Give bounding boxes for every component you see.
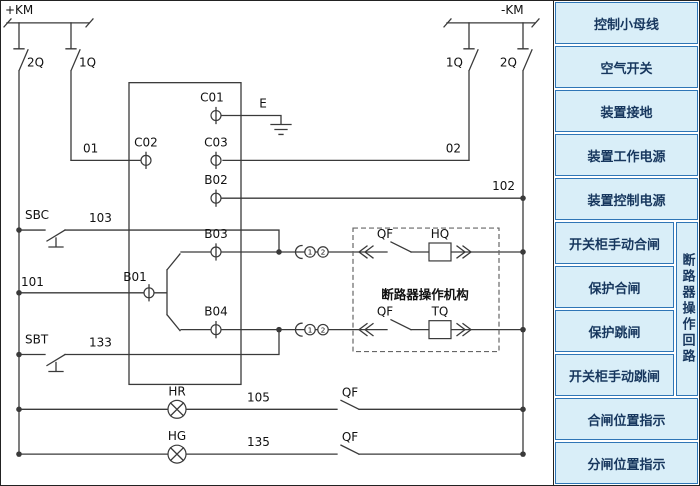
pushbutton-icon: [18, 229, 66, 248]
wire-label-103: 103: [89, 211, 112, 225]
knife-switch-1q-left: 1Q: [65, 22, 96, 161]
legend-breaker-operation-circuit: 断路器操作回路: [676, 222, 698, 396]
pin-number: 1: [308, 325, 313, 334]
earth-connection: E: [220, 97, 292, 136]
switch-label: 2Q: [500, 56, 517, 70]
mechanism-dashed-box: [352, 227, 500, 353]
knife-switch-2q-left: 2Q: [13, 22, 44, 455]
qf-contact-label: QF: [377, 305, 393, 319]
lamp-hr-row: HR QF: [167, 384, 360, 419]
legend-manual-trip: 开关柜手动跳闸: [555, 354, 674, 396]
negative-bus-label: -KM: [501, 3, 524, 17]
switch-label: 2Q: [27, 56, 44, 70]
lamp-label-hr: HR: [168, 384, 185, 398]
wire-label-02: 02: [446, 141, 461, 155]
legend-air-switch: 空气开关: [555, 46, 698, 88]
wire-labels: 01 02 102 101 103 133 105 135: [21, 141, 515, 449]
legend-protection-close: 保护合闸: [555, 266, 674, 308]
wire-label-102: 102: [492, 179, 515, 193]
legend-control-bus: 控制小母线: [555, 2, 698, 44]
legend-protection-trip: 保护跳闸: [555, 310, 674, 352]
operating-mechanism: 断路器操作机构 QF HQ QF TQ: [352, 227, 500, 353]
pin-number: 2: [321, 248, 326, 257]
tripping-coil-label: TQ: [431, 305, 449, 319]
wire-label-01: 01: [83, 141, 98, 155]
pin-number: 1: [308, 248, 313, 257]
pin-number: 2: [321, 325, 326, 334]
switch-symbol: [13, 22, 29, 455]
wire-label-135: 135: [247, 435, 270, 449]
qf-contact-close: [390, 241, 412, 253]
terminal-label-c03: C03: [204, 135, 228, 149]
ground-icon: [220, 114, 292, 136]
qf-contact-trip: [390, 318, 412, 331]
wire-label-105: 105: [247, 390, 270, 404]
pin-circle: [317, 323, 329, 336]
legend-manual-close: 开关柜手动合闸: [555, 222, 674, 264]
earth-label: E: [259, 97, 267, 111]
legend-close-indicator: 合闸位置指示: [555, 398, 698, 440]
pushbutton-icon: [18, 353, 66, 373]
positive-bus-label: +KM: [5, 3, 33, 17]
socket-icon: [294, 244, 303, 260]
qf-contact-label: QF: [342, 385, 358, 399]
internal-output-contacts: [153, 251, 212, 332]
switch-symbol: [65, 22, 81, 161]
negative-bus: -KM: [443, 3, 540, 28]
qf-contact-label: QF: [342, 430, 358, 444]
terminal-label-b03: B03: [204, 227, 228, 241]
pin-circle: [317, 246, 329, 258]
bus-end-ticks: [443, 18, 540, 28]
pin-circle: [304, 323, 316, 336]
positive-bus: +KM: [3, 3, 94, 28]
plug-connector-close: 1 2: [294, 244, 329, 260]
pushbutton-sbt: SBT: [18, 333, 66, 373]
switch-symbol: [517, 22, 533, 455]
circuit-diagram: +KM -KM 2Q 1Q 1Q 2Q: [1, 1, 553, 485]
pushbutton-label: SBC: [25, 208, 49, 222]
knife-switch-1q-right: 1Q: [446, 22, 479, 161]
legend-open-indicator: 分闸位置指示: [555, 442, 698, 484]
terminal-label-b02: B02: [204, 173, 228, 187]
drawout-contact-icons-trip: [357, 322, 473, 337]
junction-dots: [16, 195, 526, 457]
switch-symbol: [463, 22, 479, 161]
legend-working-power: 装置工作电源: [555, 134, 698, 176]
wire-103: [64, 229, 280, 253]
drawout-contact-icons-close: [357, 245, 473, 259]
knife-switch-2q-right: 2Q: [500, 22, 533, 455]
legend-device-ground: 装置接地: [555, 90, 698, 132]
lamp-hg-row: HG QF: [167, 429, 360, 464]
legend-sidebar: 控制小母线 空气开关 装置接地 装置工作电源 装置控制电源 开关柜手动合闸 保护…: [553, 1, 699, 485]
tripping-coil: [428, 320, 452, 340]
qf-contact-hr: [340, 399, 360, 411]
pushbutton-sbc: SBC: [18, 208, 66, 248]
protection-device-box: [128, 82, 242, 386]
lamp-cross: [169, 402, 185, 417]
closing-coil: [428, 242, 452, 262]
wire-label-101: 101: [21, 275, 44, 289]
bus-end-ticks: [3, 18, 94, 28]
mechanism-label: 断路器操作机构: [381, 287, 468, 302]
device-terminals: C01 C02 C03 B02 B03 B01 B04: [123, 91, 228, 339]
lamp-cross: [169, 446, 185, 462]
socket-icon: [294, 322, 303, 337]
terminal-label-c02: C02: [134, 135, 158, 149]
terminal-label-b01: B01: [123, 270, 147, 284]
pin-circle: [304, 246, 316, 258]
terminal-label-b04: B04: [204, 305, 228, 319]
wire-label-133: 133: [89, 336, 112, 350]
pushbutton-label: SBT: [25, 333, 49, 347]
terminal-label-c01: C01: [200, 91, 224, 105]
switch-label: 1Q: [446, 56, 463, 70]
wire-133: [64, 328, 280, 356]
qf-contact-label: QF: [377, 227, 393, 241]
legend-control-power: 装置控制电源: [555, 178, 698, 220]
closing-coil-label: HQ: [431, 227, 449, 241]
plug-connector-trip: 1 2: [294, 322, 329, 337]
lamp-label-hg: HG: [168, 429, 186, 443]
qf-contact-hg: [340, 444, 360, 455]
switch-label: 1Q: [79, 56, 96, 70]
